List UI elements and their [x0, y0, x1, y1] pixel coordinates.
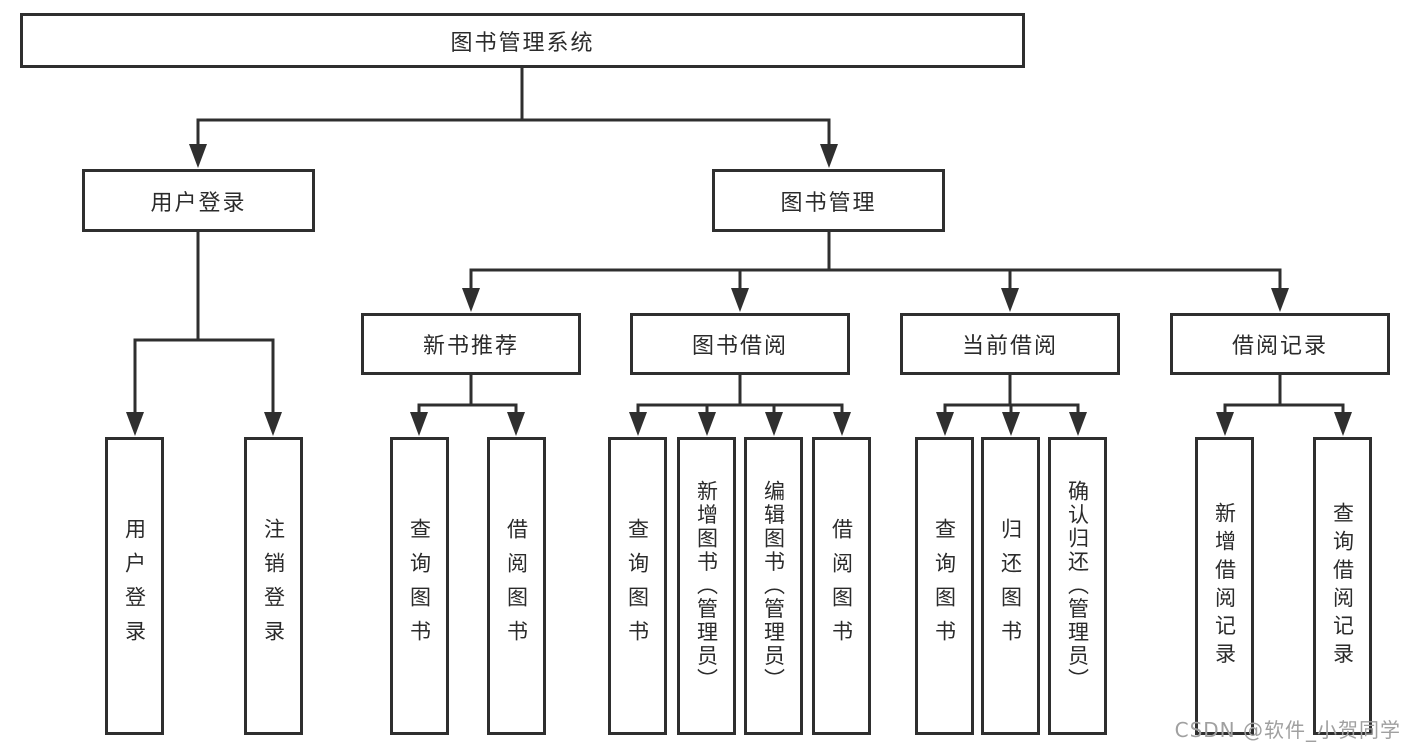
arrowhead-icon: [833, 412, 851, 436]
node-borrowing-records: 借阅记录: [1170, 313, 1390, 375]
node-current-borrowing: 当前借阅: [900, 313, 1120, 375]
node-label: 新增借阅记录: [1212, 501, 1237, 671]
node-label: 图书借阅: [691, 334, 788, 359]
arrowhead-icon: [936, 412, 954, 436]
leaf-confirm-return-admin: 确认归还（管理员）: [1048, 437, 1107, 735]
node-label: 新书推荐: [422, 334, 519, 359]
node-label: 查询图书: [932, 517, 957, 655]
arrowhead-icon: [1334, 412, 1352, 436]
node-label: 编辑图书（管理员）: [761, 480, 786, 692]
node-label: 查询图书: [407, 517, 432, 655]
arrowhead-icon: [1069, 412, 1087, 436]
node-label: 当前借阅: [961, 334, 1058, 359]
leaf-query-books-recommend: 查询图书: [390, 437, 449, 735]
node-label: 用户登录: [150, 190, 247, 216]
node-label: 借阅记录: [1231, 334, 1328, 359]
node-label: 注销登录: [261, 517, 286, 655]
node-label: 确认归还（管理员）: [1065, 480, 1090, 692]
leaf-query-books-borrowing: 查询图书: [608, 437, 667, 735]
arrowhead-icon: [629, 412, 647, 436]
node-label: 借阅图书: [504, 517, 529, 655]
watermark-text: CSDN @软件_小贺同学: [1174, 718, 1401, 742]
node-label: 图书管理系统: [450, 30, 595, 56]
node-label: 借阅图书: [829, 517, 854, 655]
arrowhead-icon: [1001, 288, 1019, 312]
leaf-borrow-books: 借阅图书: [812, 437, 871, 735]
leaf-user-login: 用户登录: [105, 437, 164, 735]
leaf-return-books: 归还图书: [981, 437, 1040, 735]
arrowhead-icon: [731, 288, 749, 312]
leaf-query-borrow-record: 查询借阅记录: [1313, 437, 1372, 735]
arrowhead-icon: [507, 412, 525, 436]
arrowhead-icon: [1271, 288, 1289, 312]
node-book-borrowing: 图书借阅: [630, 313, 850, 375]
node-library-management-system: 图书管理系统: [20, 13, 1025, 68]
leaf-add-book-admin: 新增图书（管理员）: [677, 437, 736, 735]
node-user-login: 用户登录: [82, 169, 315, 232]
arrowhead-icon: [698, 412, 716, 436]
leaf-add-borrow-record: 新增借阅记录: [1195, 437, 1254, 735]
node-label: 新增图书（管理员）: [694, 480, 719, 692]
arrowhead-icon: [1216, 412, 1234, 436]
arrowhead-icon: [410, 412, 428, 436]
node-book-management: 图书管理: [712, 169, 945, 232]
arrowhead-icon: [264, 412, 282, 436]
leaf-logout: 注销登录: [244, 437, 303, 735]
leaf-edit-book-admin: 编辑图书（管理员）: [744, 437, 803, 735]
arrowhead-icon: [765, 412, 783, 436]
leaf-borrow-books-recommend: 借阅图书: [487, 437, 546, 735]
node-label: 查询图书: [625, 517, 650, 655]
arrowhead-icon: [1002, 412, 1020, 436]
arrowhead-icon: [462, 288, 480, 312]
arrowhead-icon: [189, 144, 207, 168]
leaf-query-books-current: 查询图书: [915, 437, 974, 735]
node-label: 查询借阅记录: [1330, 501, 1355, 671]
node-new-book-recommendation: 新书推荐: [361, 313, 581, 375]
node-label: 图书管理: [780, 190, 877, 216]
arrowhead-icon: [126, 412, 144, 436]
arrowhead-icon: [820, 144, 838, 168]
node-label: 用户登录: [122, 517, 147, 655]
node-label: 归还图书: [998, 517, 1023, 655]
